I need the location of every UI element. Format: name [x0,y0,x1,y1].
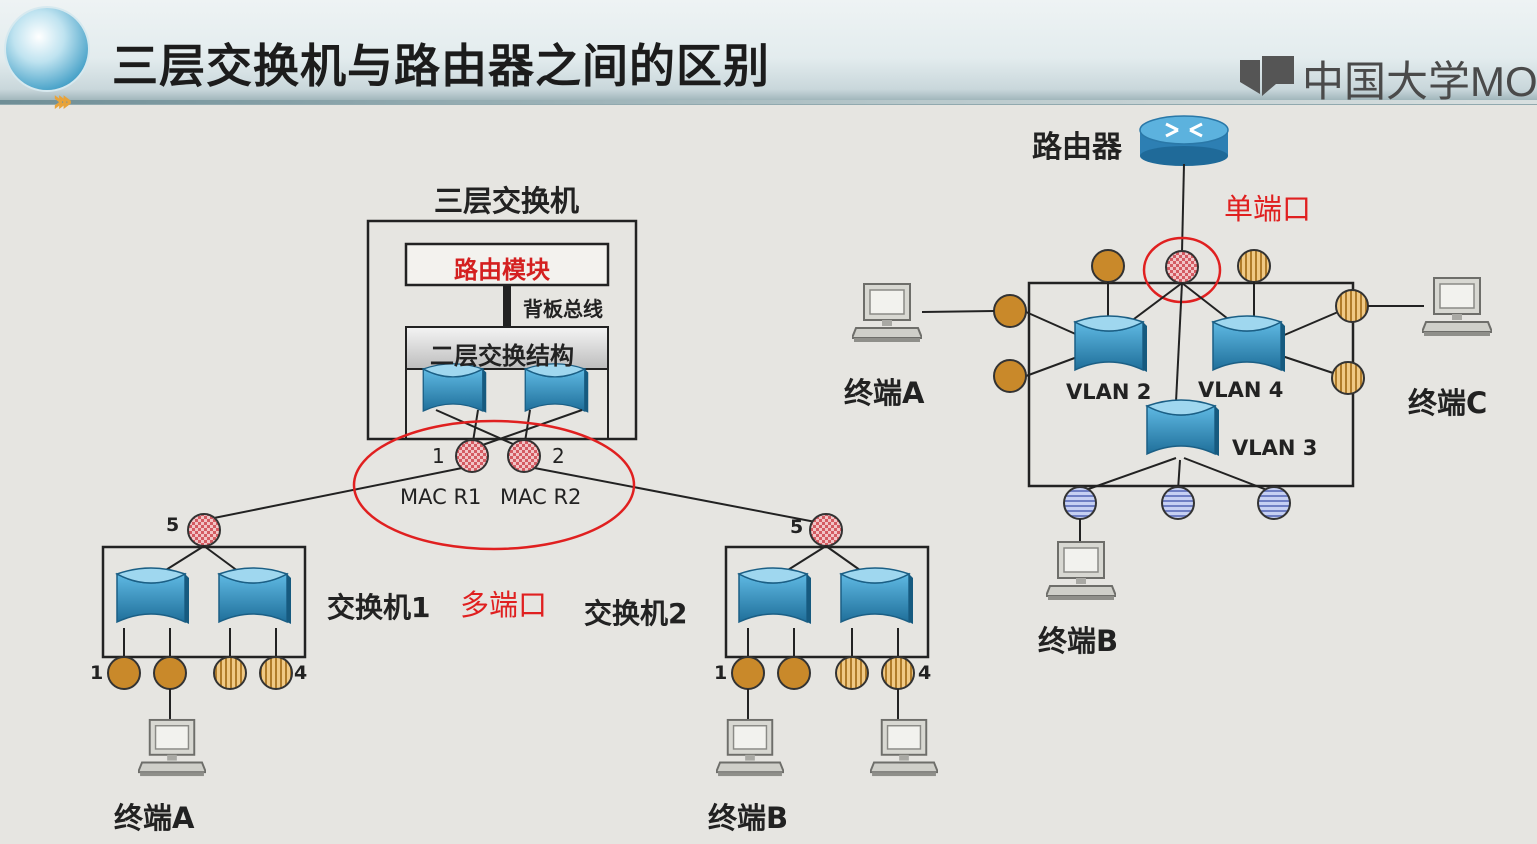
mac-r1-label: MAC R1 [400,485,482,509]
right-terminal-a-label: 终端A [844,376,925,410]
mac-r2-label: MAC R2 [500,485,582,509]
routing-module-box [404,242,610,287]
router-label: 路由器 [1032,130,1122,165]
switch1-port-first-label: 1 [90,662,104,684]
mooc-logo: 中国大学MOOC [1238,48,1537,105]
top-port-vlan2 [1091,249,1125,283]
switch1-uplink-port [187,513,221,547]
vlan3-label: VLAN 3 [1232,436,1318,460]
fabric-switch-icon-1 [422,362,488,414]
switch1-port-2 [153,656,187,690]
mooc-logo-icon [1240,56,1294,96]
switch1-port-1 [107,656,141,690]
terminal-b-pc-icon-1 [716,718,784,778]
left-port-1 [993,294,1027,328]
terminal-a-label: 终端A [114,801,195,835]
right-terminal-c-label: 终端C [1408,386,1488,420]
vlan4-label: VLAN 4 [1198,378,1284,402]
switch2-label: 交换机2 [584,597,688,630]
switch2-uplink-port-label: 5 [790,516,804,538]
l2-fabric-label: 二层交换结构 [430,342,574,370]
multi-port-highlight [352,419,636,551]
terminal-b-pc-icon-2 [870,718,938,778]
backplane-bus-bar [503,285,511,327]
fabric-switch-icon-2 [524,362,590,414]
switch1-label: 交换机1 [327,591,431,624]
switch2-port-last-label: 4 [918,662,932,684]
header-bar [0,0,1537,105]
globe-icon [6,8,88,90]
router-single-port [1165,250,1199,284]
switch2-icon-a [738,567,812,625]
header-divider [0,100,1537,104]
terminal-b-label: 终端B [708,801,789,835]
vlan4-switch-icon [1212,315,1286,373]
switch2-uplink-port [809,513,843,547]
bottom-port-2 [1161,486,1195,520]
terminal-a-pc-icon [138,718,206,778]
single-port-label: 单端口 [1224,192,1312,226]
port-2-label: 2 [552,444,565,468]
mac-r1-port [455,439,489,473]
terminal-c-pc-icon [1422,277,1492,337]
switch2-port-4 [881,656,915,690]
routing-module-label: 路由模块 [454,256,550,284]
switch2-port-first-label: 1 [714,662,728,684]
bottom-port-1 [1063,486,1097,520]
terminal-a-right-pc-icon [852,283,922,343]
switch2-port-2 [777,656,811,690]
switch1-port-last-label: 4 [294,662,308,684]
logo-text: 中国大学MOOC [1302,58,1537,105]
right-terminal-b-label: 终端B [1038,624,1119,658]
port-1-label: 1 [432,444,445,468]
switch1-icon-a [116,567,190,625]
bottom-port-3 [1257,486,1291,520]
switch1-uplink-port-label: 5 [166,514,180,536]
vlan3-switch-icon [1146,399,1220,457]
right-port-1 [1335,289,1369,323]
switch2-port-1 [731,656,765,690]
page-title: 三层交换机与路由器之间的区别 [112,39,770,93]
router-icon [1139,115,1229,166]
switch1-port-4 [259,656,293,690]
left-port-2 [993,359,1027,393]
l2-fabric-box [405,326,609,370]
switch2-port-3 [835,656,869,690]
mac-r2-port [507,439,541,473]
terminal-b-right-pc-icon [1046,541,1116,601]
switch1-port-3 [213,656,247,690]
l2-fabric-frame [405,368,609,440]
top-port-vlan4 [1237,249,1271,283]
switch1-icon-b [218,567,292,625]
vlan2-label: VLAN 2 [1066,380,1152,404]
right-port-2 [1331,361,1365,395]
multi-port-label: 多端口 [460,588,548,622]
backplane-bus-label: 背板总线 [523,297,603,321]
vlan2-switch-icon [1074,315,1148,373]
switch2-icon-b [840,567,914,625]
l3-switch-label: 三层交换机 [434,184,580,218]
